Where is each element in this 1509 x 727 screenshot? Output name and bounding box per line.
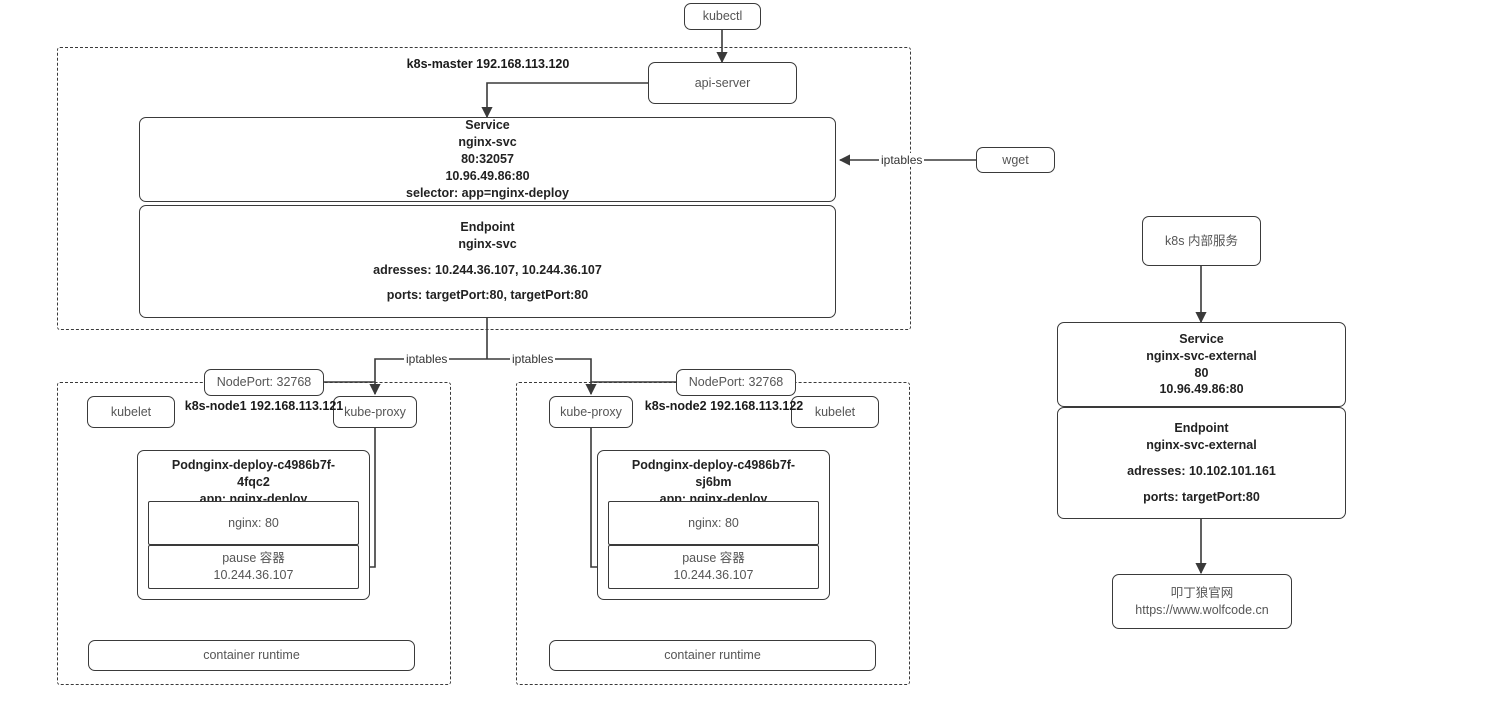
wolfcode-website-name: 叩丁狼官网: [1170, 585, 1234, 600]
pod-node1-title: Podnginx-deploy-c4986b7f-: [171, 458, 336, 472]
container-node1-pause-ip: 10.244.36.107: [213, 568, 294, 582]
container-box-node1-pause[interactable]: pause 容器 10.244.36.107: [148, 545, 359, 589]
iptables-label-node1: iptables: [404, 352, 450, 366]
k8s-node1-ip: 192.168.113.121: [250, 399, 344, 413]
container-node2-nginx-label: nginx: 80: [688, 515, 739, 530]
kubelet-box-node1[interactable]: kubelet: [87, 396, 175, 428]
k8s-node2-name: k8s-node2: [644, 399, 707, 413]
container-runtime-node1-label: container runtime: [203, 648, 300, 663]
kube-proxy-node2-label: kube-proxy: [560, 404, 622, 419]
nodeport-box-node2[interactable]: NodePort: 32768: [676, 369, 796, 396]
k8s-node2-label: k8s-node2 192.168.113.122: [636, 398, 812, 414]
endpoint-addresses: adresses: 10.244.36.107, 10.244.36.107: [373, 262, 602, 277]
service-box-nginx-svc[interactable]: Service nginx-svc 80:32057 10.96.49.86:8…: [139, 117, 836, 202]
endpoint-title: Endpoint: [460, 219, 515, 234]
k8s-node1-name: k8s-node1: [184, 399, 247, 413]
api-server-box[interactable]: api-server: [648, 62, 797, 104]
kube-proxy-box-node2[interactable]: kube-proxy: [549, 396, 633, 428]
kube-proxy-box-node1[interactable]: kube-proxy: [333, 396, 417, 428]
container-box-node2-pause[interactable]: pause 容器 10.244.36.107: [608, 545, 819, 589]
container-node2-pause-ip: 10.244.36.107: [673, 568, 754, 582]
kubectl-box[interactable]: kubectl: [684, 3, 761, 30]
container-node2-pause-title: pause 容器: [682, 551, 745, 566]
iptables-node2-text: iptables: [512, 352, 554, 366]
endpoint-external-ports: ports: targetPort:80: [1143, 489, 1260, 504]
container-box-node1-nginx[interactable]: nginx: 80: [148, 501, 359, 545]
wolfcode-website-url: https://www.wolfcode.cn: [1135, 602, 1269, 617]
k8s-master-label: k8s-master 192.168.113.120: [400, 56, 576, 72]
pod-node2-title2: sj6bm: [695, 474, 732, 489]
endpoint-name: nginx-svc: [458, 236, 517, 251]
endpoint-external-addresses: adresses: 10.102.101.161: [1127, 464, 1276, 478]
k8s-master-name: k8s-master: [406, 57, 473, 71]
service-cluster-ip: 10.96.49.86:80: [445, 168, 530, 183]
kubelet-box-node2[interactable]: kubelet: [791, 396, 879, 428]
k8s-internal-service-label: k8s 内部服务: [1165, 233, 1238, 248]
service-ports: 80:32057: [461, 152, 514, 167]
wget-label: wget: [1002, 152, 1029, 167]
container-node1-nginx-label: nginx: 80: [228, 515, 279, 530]
iptables-wget-text: iptables: [881, 153, 923, 167]
k8s-master-boundary: [57, 47, 911, 330]
service-external-title: Service: [1179, 331, 1224, 346]
container-runtime-box-node2[interactable]: container runtime: [549, 640, 876, 671]
kubectl-label: kubectl: [702, 9, 743, 24]
pod-node2-title: Podnginx-deploy-c4986b7f-: [631, 458, 796, 472]
k8s-node1-label: k8s-node1 192.168.113.121: [176, 398, 352, 414]
service-selector: selector: app=nginx-deploy: [406, 185, 569, 200]
iptables-node1-text: iptables: [406, 352, 448, 366]
wget-box[interactable]: wget: [976, 147, 1055, 173]
container-runtime-node2-label: container runtime: [664, 648, 761, 663]
kube-proxy-node1-label: kube-proxy: [344, 404, 406, 419]
k8s-internal-service-box[interactable]: k8s 内部服务: [1142, 216, 1261, 266]
service-box-nginx-svc-external[interactable]: Service nginx-svc-external 80 10.96.49.8…: [1057, 322, 1346, 407]
pod-node1-title2: 4fqc2: [237, 474, 270, 489]
nodeport-node2-label: NodePort: 32768: [688, 375, 784, 390]
k8s-master-ip: 192.168.113.120: [476, 57, 570, 71]
container-runtime-box-node1[interactable]: container runtime: [88, 640, 415, 671]
endpoint-external-title: Endpoint: [1174, 421, 1229, 436]
service-name: nginx-svc: [458, 135, 517, 150]
k8s-node2-ip: 192.168.113.122: [710, 399, 804, 413]
iptables-label-node2: iptables: [510, 352, 556, 366]
nodeport-node1-label: NodePort: 32768: [216, 375, 312, 390]
endpoint-ports: ports: targetPort:80, targetPort:80: [386, 288, 589, 303]
nodeport-box-node1[interactable]: NodePort: 32768: [204, 369, 324, 396]
api-server-label: api-server: [694, 75, 751, 90]
iptables-label-wget: iptables: [879, 153, 925, 167]
service-external-name: nginx-svc-external: [1146, 348, 1257, 363]
endpoint-box-nginx-svc[interactable]: Endpoint nginx-svc adresses: 10.244.36.1…: [139, 205, 836, 318]
wolfcode-website-box[interactable]: 叩丁狼官网 https://www.wolfcode.cn: [1112, 574, 1292, 629]
kubelet-node1-label: kubelet: [110, 404, 152, 419]
endpoint-box-nginx-svc-external[interactable]: Endpoint nginx-svc-external adresses: 10…: [1057, 407, 1346, 519]
container-box-node2-nginx[interactable]: nginx: 80: [608, 501, 819, 545]
container-node1-pause-title: pause 容器: [222, 551, 285, 566]
service-external-cluster-ip: 10.96.49.86:80: [1159, 382, 1244, 397]
service-external-port: 80: [1194, 365, 1209, 380]
kubelet-node2-label: kubelet: [814, 404, 856, 419]
endpoint-external-name: nginx-svc-external: [1146, 438, 1257, 453]
service-title: Service: [465, 118, 510, 133]
